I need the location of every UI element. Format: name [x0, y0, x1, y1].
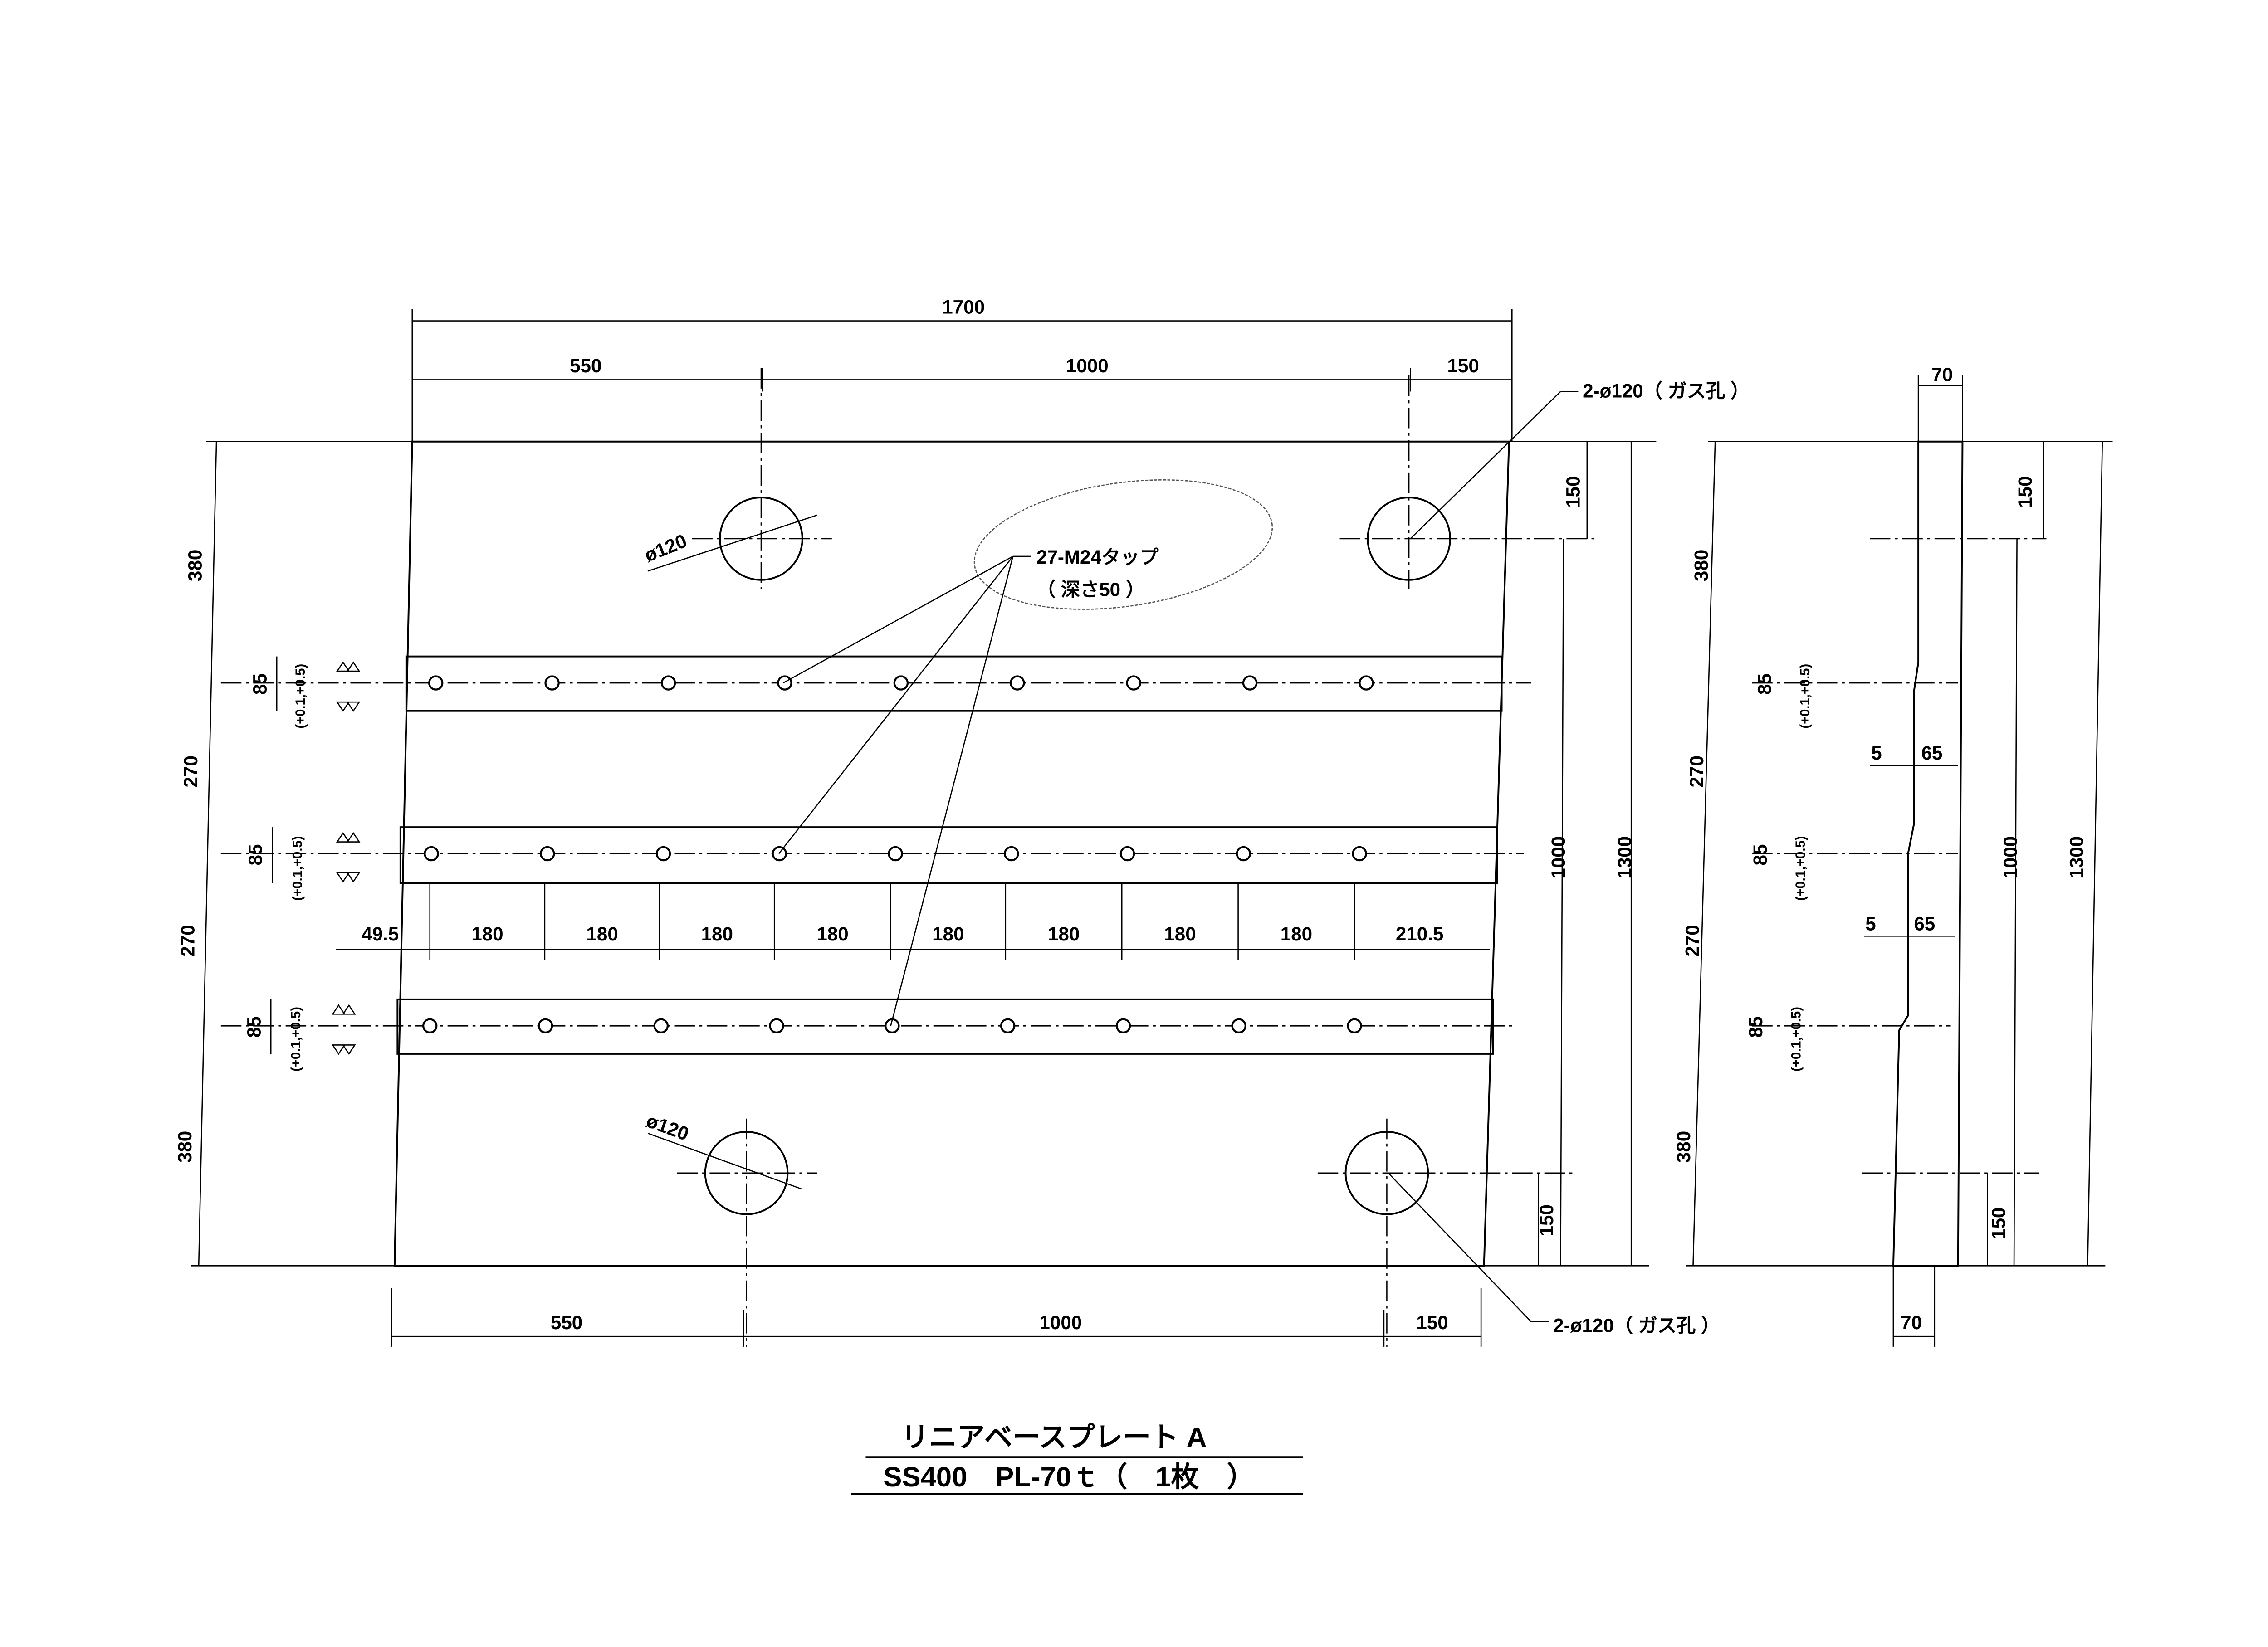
- tap-hole: [777, 675, 792, 691]
- slot-width-3: 85: [243, 1016, 264, 1038]
- drawing-title: リニアベースプレート A: [901, 1422, 1207, 1453]
- tap-hole: [1347, 1018, 1362, 1033]
- side-step-5-a: 5: [1871, 742, 1882, 764]
- dim-right-bottom: 150: [1536, 1204, 1557, 1236]
- dia-label-bottom: ø120: [644, 1110, 692, 1145]
- dim-top-1: 550: [570, 355, 601, 376]
- side-slot-3: 85: [1745, 1016, 1766, 1038]
- tap-hole: [1359, 675, 1374, 691]
- side-right-inner: 1000: [2000, 836, 2021, 879]
- bottom-dimensions: 550 1000 150: [391, 1288, 1482, 1347]
- side-tol-2: (+0.1,+0.5): [1794, 836, 1808, 901]
- tap-hole: [1231, 1018, 1246, 1033]
- dim-right-overall: 1300: [1614, 836, 1635, 879]
- side-tol-3: (+0.1,+0.5): [1789, 1007, 1804, 1072]
- callouts: 2-ø120（ ガス孔 ） 2-ø120（ ガス孔 ） ø120 ø120 27…: [641, 380, 1750, 1336]
- side-left-3: 270: [1681, 925, 1703, 956]
- side-left-1: 380: [1691, 550, 1712, 581]
- tap-hole: [424, 846, 439, 862]
- side-thickness-top: 70: [1931, 364, 1953, 385]
- hole-pitch-label: 180: [932, 923, 964, 945]
- hole-pitch-label: 180: [816, 923, 848, 945]
- tap-hole: [540, 846, 555, 862]
- dia-label-top: ø120: [641, 530, 690, 566]
- tap-hole: [660, 675, 676, 691]
- side-right-overall: 1300: [2066, 836, 2087, 879]
- side-step-65-a: 65: [1921, 742, 1943, 764]
- tolerance-2: (+0.1,+0.5): [290, 836, 305, 901]
- tap-hole: [893, 675, 909, 691]
- hole-pitch-label: 180: [471, 923, 503, 945]
- side-right-top: 150: [2014, 476, 2036, 507]
- tap-hole: [1115, 1018, 1131, 1033]
- side-view: 70 70 380 270 270 380 85 85 85 (+0.1,+0.…: [1673, 364, 2113, 1347]
- hole-pitch-label: 210.5: [1396, 923, 1444, 945]
- hole-pitch-label: 180: [1048, 923, 1080, 945]
- tap-hole: [1242, 675, 1258, 691]
- tap-callout-line2: （ 深さ50 ）: [1036, 579, 1145, 600]
- dim-left-3: 270: [177, 925, 198, 956]
- dim-overall-width: 1700: [942, 296, 985, 317]
- tap-hole: [1000, 1018, 1016, 1033]
- dim-right-top: 150: [1563, 476, 1584, 507]
- dim-bottom-3: 150: [1416, 1312, 1448, 1333]
- tap-hole: [538, 1018, 553, 1033]
- dim-right-inner: 1000: [1548, 836, 1569, 879]
- side-step-65-b: 65: [1914, 913, 1935, 934]
- tap-hole: [653, 1018, 669, 1033]
- side-left-2: 270: [1686, 755, 1707, 787]
- slot-width-2: 85: [245, 844, 266, 866]
- hole-pitch-label: 49.5: [362, 923, 399, 945]
- gas-hole-callout-bottom: 2-ø120（ ガス孔 ）: [1553, 1315, 1720, 1336]
- tap-hole: [655, 846, 671, 862]
- side-left-4: 380: [1673, 1131, 1694, 1163]
- tap-callout-line1: 27-M24タップ: [1036, 546, 1159, 568]
- tap-hole: [888, 846, 903, 862]
- tap-hole: [1010, 675, 1025, 691]
- surface-finish-marks: [332, 661, 361, 1055]
- side-slot-2: 85: [1750, 844, 1771, 866]
- slot-width-1: 85: [249, 673, 270, 695]
- gas-hole-callout-top: 2-ø120（ ガス孔 ）: [1583, 380, 1750, 401]
- dim-bottom-2: 1000: [1039, 1312, 1082, 1333]
- left-dimensions: 380 270 270 380 85 85 85 (+0.1,+0.5) (+0…: [174, 441, 412, 1267]
- slot-rows: [220, 655, 1531, 1055]
- tap-hole: [1352, 846, 1367, 862]
- side-step-5-b: 5: [1865, 913, 1876, 934]
- hole-pitch-label: 180: [1281, 923, 1312, 945]
- hole-pitch-dimensions: 49.5 180 180 180 180 180 180 180 180 210.5: [336, 883, 1490, 960]
- tap-hole: [769, 1018, 784, 1033]
- tap-hole: [1236, 846, 1251, 862]
- top-dimensions: 1700 550 1000 150: [411, 296, 1513, 442]
- tap-hole: [422, 1018, 438, 1033]
- hole-pitch-label: 180: [586, 923, 618, 945]
- dim-left-2: 270: [180, 755, 201, 787]
- dim-top-3: 150: [1447, 355, 1479, 376]
- dim-left-1: 380: [185, 550, 206, 581]
- tap-hole: [428, 675, 444, 691]
- tap-hole: [1126, 675, 1141, 691]
- side-thickness-bottom: 70: [1901, 1312, 1922, 1333]
- right-dimensions: 150 1000 1300 150: [1484, 441, 1657, 1267]
- gas-holes: [647, 368, 1598, 1347]
- tap-hole: [1004, 846, 1019, 862]
- hole-pitch-label: 180: [1164, 923, 1196, 945]
- tap-hole: [544, 675, 560, 691]
- side-right-bottom: 150: [1988, 1208, 2009, 1239]
- dim-bottom-1: 550: [551, 1312, 582, 1333]
- side-slot-1: 85: [1754, 673, 1775, 695]
- tolerance-1: (+0.1,+0.5): [293, 664, 308, 729]
- dim-left-4: 380: [174, 1131, 196, 1163]
- tap-hole: [1119, 846, 1135, 862]
- hole-pitch-label: 180: [701, 923, 733, 945]
- tap-holes: [422, 675, 1374, 1033]
- side-tol-1: (+0.1,+0.5): [1798, 664, 1813, 729]
- drawing-spec: SS400 PL-70ｔ（ 1枚 ）: [883, 1462, 1255, 1493]
- title-block: リニアベースプレート A SS400 PL-70ｔ（ 1枚 ）: [850, 1422, 1303, 1495]
- dim-top-2: 1000: [1066, 355, 1109, 376]
- tolerance-3: (+0.1,+0.5): [289, 1007, 303, 1072]
